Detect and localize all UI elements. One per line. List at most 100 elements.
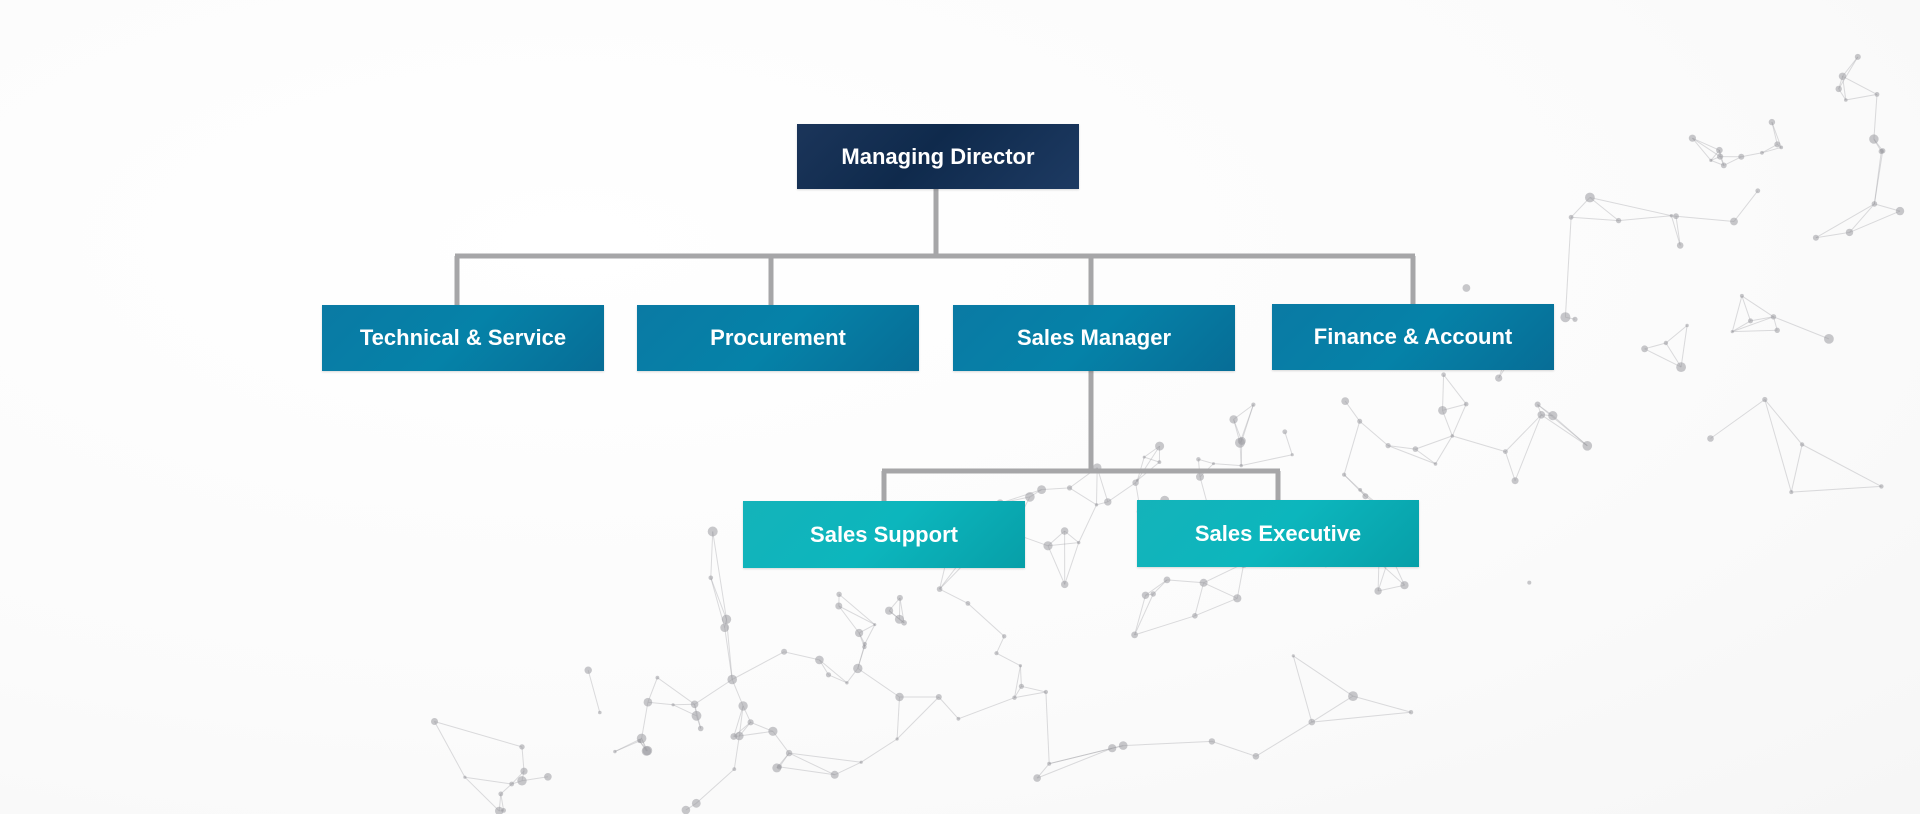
network-dot [1879, 484, 1884, 489]
network-dot [1043, 689, 1048, 695]
network-line [967, 603, 1005, 637]
network-dot [1572, 316, 1578, 322]
network-dot [781, 648, 788, 655]
network-dot [1150, 591, 1156, 597]
network-dot [1229, 415, 1238, 424]
network-line [521, 746, 525, 772]
network-dot [1412, 446, 1419, 452]
network-line [464, 776, 512, 785]
network-dot [1233, 594, 1242, 603]
node-label: Managing Director [841, 143, 1035, 169]
network-dot [1012, 695, 1017, 700]
network-line [1069, 487, 1097, 506]
network-line [1049, 747, 1113, 765]
network-dot [895, 737, 899, 741]
network-dot [1077, 540, 1081, 545]
network-line [1571, 216, 1619, 222]
network-dot [1720, 162, 1727, 169]
network-line [1838, 56, 1859, 90]
network-line [819, 659, 848, 684]
network-line [1537, 404, 1588, 447]
network-dot [1669, 214, 1674, 218]
network-line [1589, 197, 1619, 221]
network-line [1504, 451, 1516, 481]
network-dot [727, 674, 737, 685]
network-line [1241, 404, 1254, 442]
network-dot [1208, 738, 1216, 745]
network-dot [1707, 435, 1714, 442]
network-dot [1762, 396, 1768, 403]
network-line [1761, 146, 1782, 154]
network-line [1442, 374, 1445, 411]
network-dot [613, 749, 617, 754]
network-line [733, 705, 744, 737]
network-line [1045, 691, 1050, 764]
network-dot [697, 725, 704, 732]
node-sales-manager: Sales Manager [953, 305, 1235, 371]
network-line [1123, 740, 1212, 747]
network-dot [1043, 541, 1053, 551]
network-line [694, 679, 733, 705]
network-dot [835, 602, 843, 610]
network-dot [517, 776, 527, 786]
network-line [434, 721, 523, 748]
network-dot [1118, 741, 1128, 750]
network-dot [1025, 492, 1035, 502]
network-dot [1676, 362, 1686, 372]
network-dot [1018, 664, 1023, 668]
network-dot [1799, 442, 1805, 447]
network-line [1198, 458, 1214, 465]
network-line [1644, 348, 1682, 368]
network-dot [1033, 774, 1041, 782]
network-dot [1441, 372, 1446, 378]
node-label: Sales Executive [1194, 520, 1362, 546]
network-line [834, 761, 862, 776]
network-dot [1824, 334, 1834, 344]
network-dot [1730, 217, 1738, 226]
network-line [647, 677, 658, 703]
network-line [1145, 579, 1168, 596]
network-dot [463, 775, 467, 779]
network-dot [1869, 134, 1879, 144]
network-dot [495, 806, 504, 814]
network-line [1764, 399, 1792, 493]
network-dot [956, 716, 961, 721]
network-dot [732, 767, 737, 771]
network-line [864, 624, 876, 645]
network-dot [1348, 691, 1358, 701]
network-line [1064, 542, 1080, 585]
network-dot [1871, 201, 1878, 207]
network-dot [1400, 581, 1409, 590]
network-dot [1748, 318, 1753, 324]
network-dot [1779, 145, 1784, 150]
network-dot [1094, 503, 1099, 507]
network-dot [1755, 188, 1761, 194]
network-dot [1358, 488, 1363, 492]
network-line [838, 605, 876, 626]
network-dot [1685, 323, 1689, 328]
network-dot [1874, 92, 1880, 97]
network-dot [1341, 397, 1350, 405]
network-dot [901, 620, 907, 626]
network-line [1873, 94, 1878, 140]
network-dot [735, 731, 744, 741]
network-dot [1061, 580, 1069, 589]
network-dot [1104, 498, 1112, 506]
network-line [710, 531, 714, 578]
network-dot [671, 703, 675, 707]
network-dot [431, 718, 438, 725]
network-line [1036, 747, 1113, 779]
network-line [1136, 445, 1161, 481]
network-dot [1463, 401, 1469, 407]
network-dot [643, 697, 653, 707]
network-dot [1537, 411, 1546, 419]
network-dot [1534, 401, 1541, 408]
network-line [1293, 655, 1354, 697]
network-line [1019, 665, 1022, 687]
network-dot [1408, 710, 1414, 715]
network-line [1801, 444, 1882, 487]
network-dot [1838, 72, 1847, 81]
network-line [1107, 482, 1136, 503]
network-line [1873, 150, 1884, 204]
network-dot [720, 623, 730, 632]
